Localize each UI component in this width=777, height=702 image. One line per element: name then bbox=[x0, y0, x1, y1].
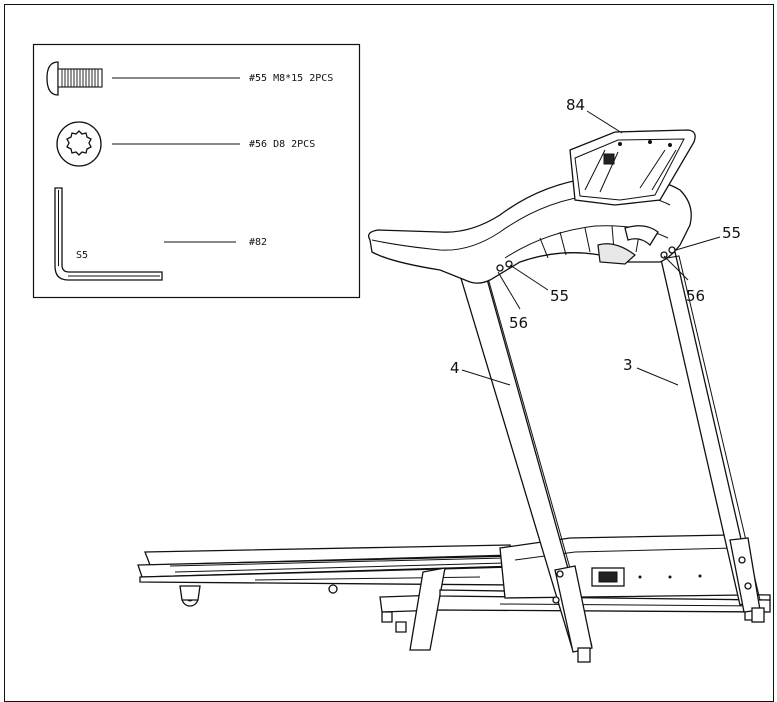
console-panel bbox=[569, 129, 696, 206]
callout-washer-right: 56 bbox=[686, 287, 705, 305]
callout-bolt-left: 55 bbox=[550, 287, 569, 305]
motor-cover bbox=[499, 534, 746, 599]
callout-upright-right: 3 bbox=[623, 356, 633, 374]
washer-label: #56 D8 2PCS bbox=[249, 139, 315, 150]
callout-upright-left: 4 bbox=[450, 359, 460, 377]
bolt-label: #55 M8*15 2PCS bbox=[249, 73, 333, 84]
allen-key-size-label: S5 bbox=[76, 250, 88, 261]
allen-key-icon bbox=[54, 187, 163, 281]
allen-key-label: #82 bbox=[249, 237, 267, 248]
bolt-icon bbox=[46, 61, 103, 96]
treadmill-drawing bbox=[137, 129, 771, 663]
callout-washer-left: 56 bbox=[509, 314, 528, 332]
parts-box: #55 M8*15 2PCS #56 D8 2PCS #82 S5 bbox=[32, 43, 361, 299]
washer-icon bbox=[56, 121, 102, 167]
callout-bolt-right: 55 bbox=[722, 224, 741, 242]
callout-console: 84 bbox=[566, 96, 585, 114]
callouts: 84 55 56 55 56 4 3 bbox=[450, 96, 741, 386]
upright-right bbox=[659, 251, 765, 623]
